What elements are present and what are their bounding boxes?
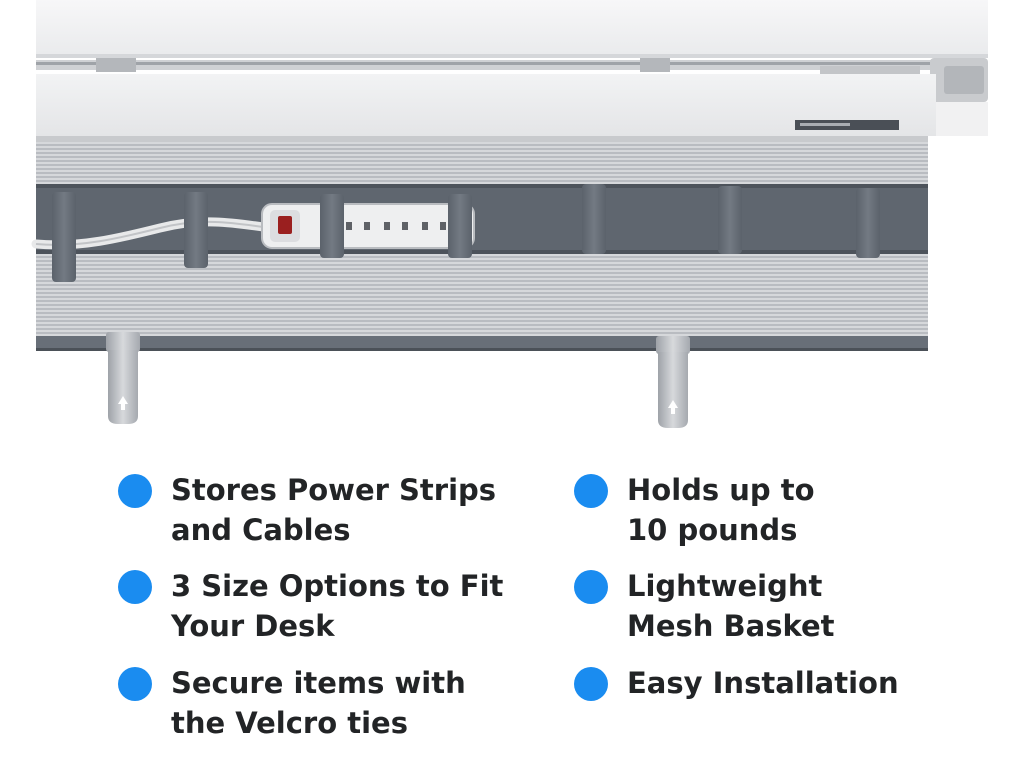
feature-line: 10 pounds (627, 513, 798, 547)
feature-item: Lightweight Mesh Basket (574, 566, 835, 646)
feature-line: Stores Power Strips (171, 473, 497, 507)
mounting-hook-right (656, 336, 690, 428)
power-strip (261, 203, 475, 249)
blue-dot-icon (574, 667, 608, 701)
feature-line: 3 Size Options to Fit (171, 569, 504, 603)
strap-band (36, 184, 928, 254)
feature-line: Easy Installation (627, 666, 899, 700)
feature-item: Easy Installation (574, 663, 899, 703)
feature-item: Holds up to 10 pounds (574, 470, 815, 550)
blue-dot-icon (118, 570, 152, 604)
product-photo (31, 0, 988, 428)
feature-line: Holds up to (627, 473, 815, 507)
feature-line: Mesh Basket (627, 609, 835, 643)
feature-list: Stores Power Strips and Cables 3 Size Op… (0, 440, 1024, 768)
feature-line: the Velcro ties (171, 706, 408, 740)
velcro-ties (52, 184, 880, 282)
blue-dot-icon (574, 570, 608, 604)
feature-line: Secure items with (171, 666, 466, 700)
feature-line: Lightweight (627, 569, 823, 603)
mounting-hook-left (106, 332, 140, 424)
feature-item: Stores Power Strips and Cables (118, 470, 496, 550)
blue-dot-icon (574, 474, 608, 508)
blue-dot-icon (118, 474, 152, 508)
feature-item: Secure items with the Velcro ties (118, 663, 466, 743)
feature-line: and Cables (171, 513, 351, 547)
blue-dot-icon (118, 667, 152, 701)
feature-line: Your Desk (171, 609, 335, 643)
desk-top (36, 0, 988, 58)
feature-item: 3 Size Options to Fit Your Desk (118, 566, 503, 646)
